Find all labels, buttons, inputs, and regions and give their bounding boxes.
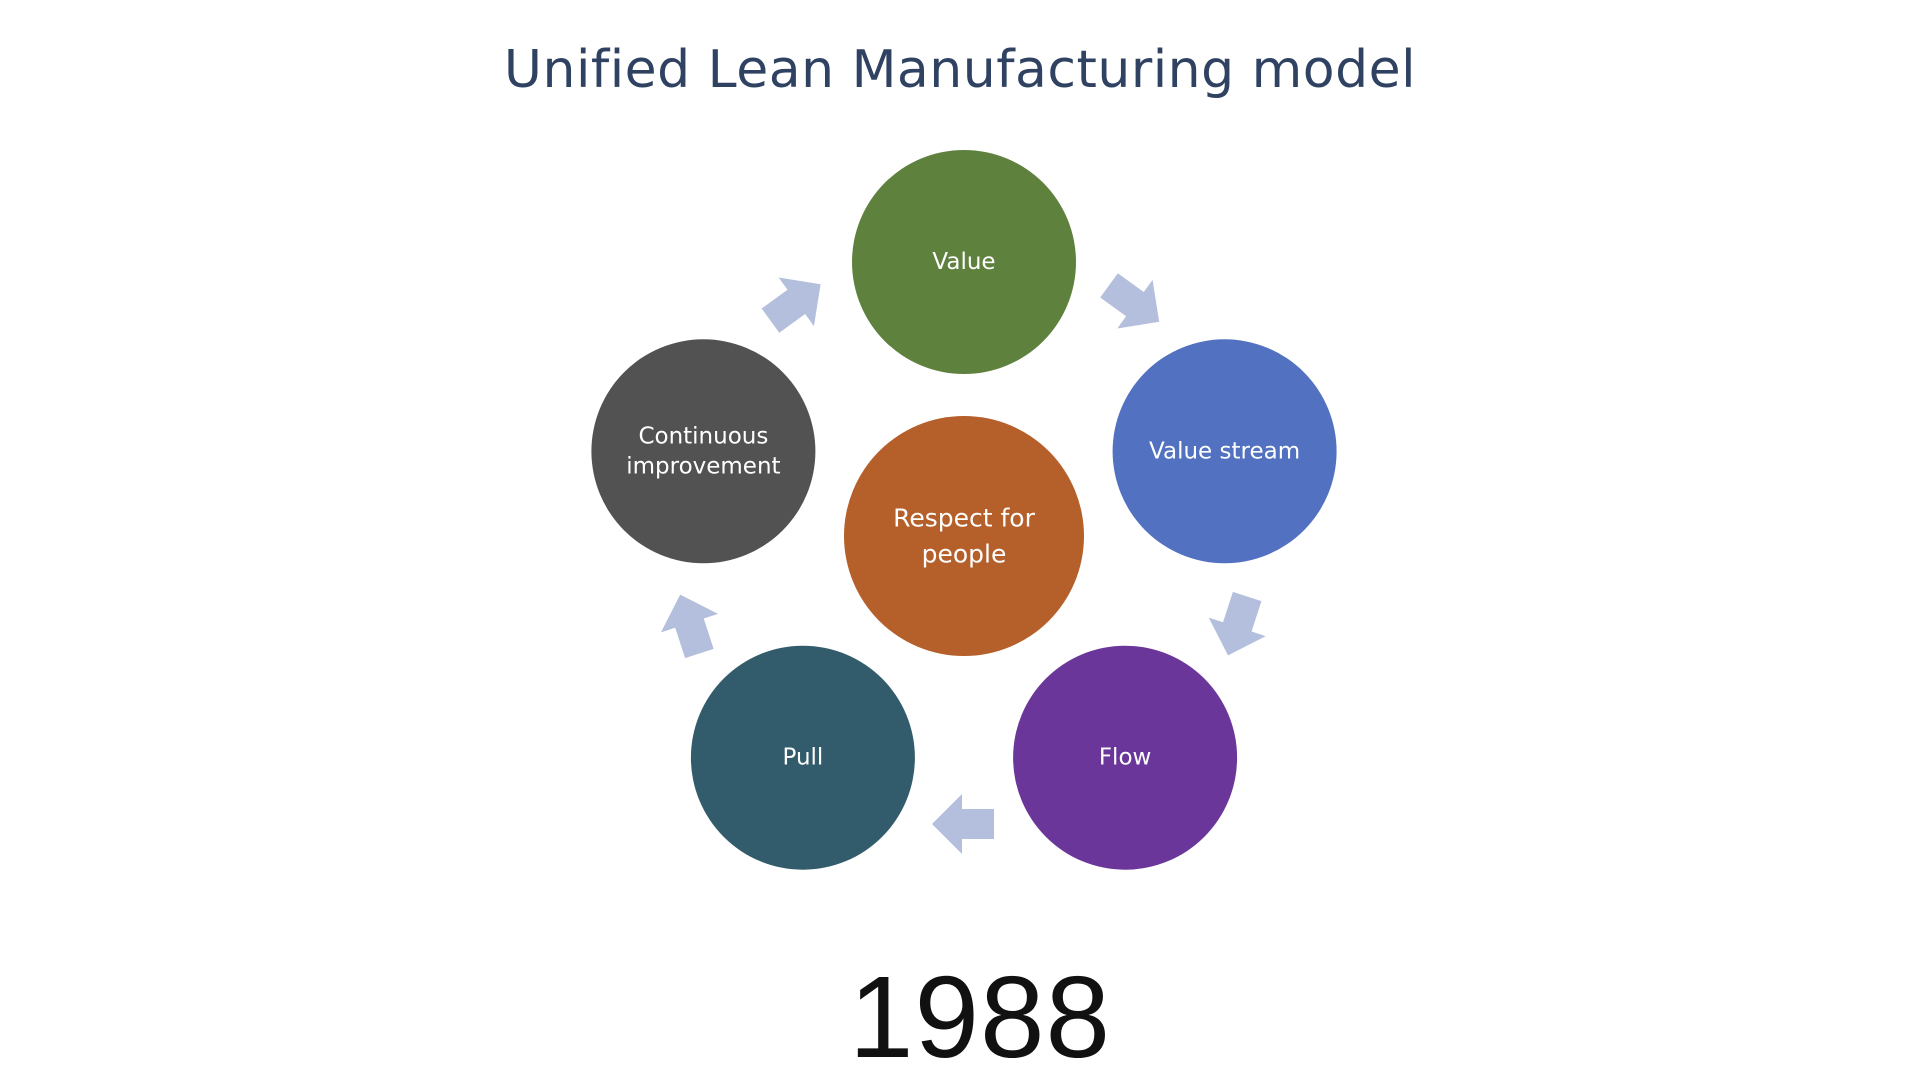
- cycle-arrow: [932, 794, 994, 854]
- node-circle: [690, 645, 915, 870]
- node-respect-for-people: Respect for people: [844, 416, 1084, 656]
- node-value-stream: Value stream: [1112, 339, 1337, 564]
- arrow-shape: [1100, 273, 1160, 329]
- arrow-shape: [932, 794, 994, 854]
- node-label: Value: [932, 249, 995, 275]
- diagram-title: Unified Lean Manufacturing model: [503, 40, 1417, 100]
- node-label: improvement: [626, 453, 780, 479]
- node-label: Flow: [1099, 745, 1152, 771]
- cycle-arrow: [761, 277, 821, 333]
- node-pull: Pull: [690, 645, 915, 870]
- node-circle: [1112, 339, 1337, 564]
- center-circle: [844, 416, 1084, 656]
- cycle-arrow: [1208, 591, 1266, 656]
- cycle-arrow: [1100, 273, 1160, 329]
- center-label: people: [922, 540, 1007, 569]
- node-label: Value stream: [1149, 438, 1300, 464]
- node-value: Value: [852, 150, 1076, 374]
- arrow-shape: [761, 277, 821, 333]
- arrow-shape: [1208, 591, 1266, 656]
- node-label: Pull: [782, 745, 823, 771]
- node-circle: [1013, 645, 1238, 870]
- node-flow: Flow: [1013, 645, 1238, 870]
- node-label: Continuous: [638, 423, 768, 449]
- center-label: Respect for: [893, 504, 1035, 533]
- year-label: 1988: [848, 952, 1112, 1082]
- node-circle: [591, 339, 816, 564]
- cycle-arrow: [660, 594, 719, 659]
- node-circle: [852, 150, 1076, 374]
- arrow-shape: [660, 594, 719, 659]
- node-continuous-improvement: Continuous improvement: [591, 339, 816, 564]
